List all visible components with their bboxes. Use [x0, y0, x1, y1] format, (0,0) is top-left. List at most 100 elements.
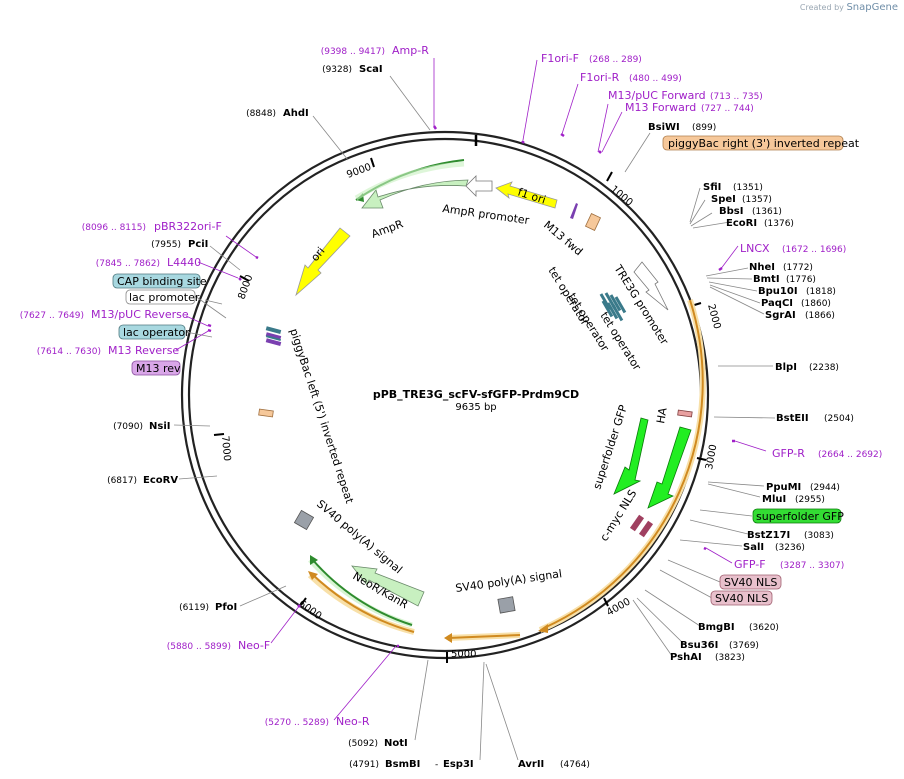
orf-arc-arrowhead [538, 624, 548, 633]
box-lac-promoter-text: lac promoter [129, 291, 200, 304]
primer-name-pbr322ori-f: pBR322ori-F [154, 220, 222, 233]
enzyme-pos-sfii: (1351) [733, 183, 763, 193]
box-lac-operator [118, 324, 186, 340]
neor-arrow [351, 565, 425, 607]
enzyme-pos-spei: (1357) [742, 195, 772, 205]
sv40-polya-box-right [497, 596, 516, 614]
primer-range-m13-puc-reverse: (7627 .. 7649) [20, 311, 84, 321]
enzyme-pos-esp3i: - [435, 760, 438, 770]
primer-name-l4440: L4440 [167, 256, 201, 269]
enzyme-name-sgrai: SgrAI [765, 310, 796, 321]
primer-name-gfp-r: GFP-R [772, 447, 805, 460]
superfolder-gfp-arrow-2 [647, 426, 692, 509]
primer-name-amp-r: Amp-R [392, 44, 429, 57]
ori-arrow [295, 227, 351, 297]
primer-name-m13-forward: M13 Forward [625, 101, 696, 114]
tick-label-8000: 8000 [236, 273, 255, 301]
enzyme-name-pshai: PshAI [670, 652, 702, 663]
enzyme-labels: (9328) ScaI (8848) AhdI (7955) PciI (709… [107, 64, 854, 770]
enzyme-pos-bstz17i: (3083) [804, 531, 834, 541]
enzyme-name-ecori: EcoRI [726, 218, 757, 229]
enzyme-name-mlui: MluI [762, 494, 786, 505]
enzyme-name-pfoi: PfoI [215, 602, 237, 613]
snapgene-logo: SnapGene [846, 2, 898, 13]
neor-orf-line [311, 573, 415, 633]
orf-short-arrowhead [444, 633, 452, 643]
ampr-arrow [361, 179, 469, 209]
enzyme-name-noti: NotI [384, 738, 408, 749]
enzyme-pos-ecorv: (6817) [107, 476, 137, 486]
enzyme-pos-noti: (5092) [348, 739, 378, 749]
box-superfolder-gfp-text: superfolder GFP [756, 510, 844, 523]
lac-region-markers [265, 326, 282, 347]
neor-cds-arrowhead [310, 555, 318, 565]
box-cap-binding-site-text: CAP binding site [117, 275, 207, 288]
tick-marks [213, 157, 707, 663]
piggybac-left-marker [258, 408, 274, 418]
enzyme-pos-bpu10i: (1818) [806, 287, 836, 297]
tick-label-2000: 2000 [705, 303, 722, 330]
enzyme-pos-pshai: (3823) [715, 653, 745, 663]
enzyme-pos-ecori: (1376) [764, 219, 794, 229]
enzyme-name-paqci: PaqCI [761, 298, 793, 309]
snapgene-credit: Created by SnapGene [800, 2, 898, 13]
enzyme-name-bpu10i: Bpu10I [758, 286, 798, 297]
primer-name-f1ori-f: F1ori-F [541, 52, 579, 65]
enzyme-name-nhei: NheI [749, 262, 775, 273]
plasmid-length: 9635 bp [455, 402, 496, 413]
sv40-nls-marker-1 [629, 514, 645, 532]
enzyme-pos-sali: (3236) [775, 543, 805, 553]
feature-cmyc-nls-label: c-myc NLS [598, 487, 640, 543]
primer-range-neo-f: (5880 .. 5899) [167, 642, 231, 652]
primer-range-gfp-r: (2664 .. 2692) [818, 450, 882, 460]
ampr-cds-glow [354, 161, 465, 201]
primer-range-f1ori-f: (268 .. 289) [589, 55, 642, 65]
enzyme-name-scai: ScaI [359, 64, 383, 75]
primer-name-m13-puc-reverse: M13/pUC Reverse [91, 308, 189, 321]
box-m13-rev-text: M13 rev [136, 362, 181, 375]
piggybac-right-marker [584, 213, 602, 231]
enzyme-pos-bbsi: (1361) [752, 207, 782, 217]
tick-label-5000: 5000 [451, 649, 476, 660]
neor-cds-line [311, 558, 413, 626]
ampr-promoter-arrow [465, 175, 493, 197]
enzyme-name-bstz17i: BstZ17I [747, 530, 790, 541]
tet-operators [599, 292, 627, 322]
box-piggybac-right-text: piggyBac right (3') inverted repeat [668, 137, 860, 150]
primer-name-f1ori-r: F1ori-R [580, 71, 620, 84]
enzyme-pos-mlui: (2955) [795, 495, 825, 505]
tick-label-1000: 1000 [608, 184, 635, 209]
primer-range-m13-reverse: (7614 .. 7630) [37, 347, 101, 357]
enzyme-name-esp3i: Esp3I [443, 759, 474, 770]
tick-label-6000: 6000 [296, 598, 323, 622]
enzyme-name-blpi: BlpI [775, 362, 797, 373]
enzyme-name-bsteii: BstEII [776, 413, 809, 424]
m13-fwd-marker [570, 203, 578, 219]
enzyme-name-sfii: SfiI [703, 182, 721, 193]
enzyme-name-nsii: NsiI [149, 421, 170, 432]
enzyme-name-sali: SalI [743, 542, 764, 553]
backbone-outer [180, 130, 710, 660]
primer-range-l4440: (7845 .. 7862) [96, 259, 160, 269]
box-m13-rev [131, 360, 181, 376]
tick-label-9000: 9000 [345, 162, 373, 181]
enzyme-pos-pfoi: (6119) [179, 603, 209, 613]
feature-ampr-promoter-label: AmpR promoter [442, 202, 531, 227]
primer-range-amp-r: (9398 .. 9417) [321, 47, 385, 57]
feature-sv40-polya-label-2: SV40 poly(A) signal [455, 567, 563, 595]
neor-orf-arrowhead [308, 571, 318, 580]
enzyme-pos-pcii: (7955) [151, 240, 181, 250]
enzyme-name-bsmbi: BsmBI [385, 759, 420, 770]
tick-label-7000: 7000 [219, 435, 232, 461]
enzyme-name-ecorv: EcoRV [143, 475, 178, 486]
enzyme-pos-ahdi: (8848) [246, 109, 276, 119]
primer-range-lncx: (1672 .. 1696) [782, 245, 846, 255]
box-cap-binding-site [112, 273, 201, 289]
sv40-polya-box-left [293, 509, 315, 531]
feature-ha-label: HA [654, 406, 670, 424]
enzyme-pos-paqci: (1860) [801, 299, 831, 309]
primer-range-m13-puc-forward: (713 .. 735) [710, 92, 763, 102]
primer-labels: (9398 .. 9417) Amp-R F1ori-F (268 .. 289… [20, 44, 883, 728]
ha-marker [677, 409, 693, 418]
